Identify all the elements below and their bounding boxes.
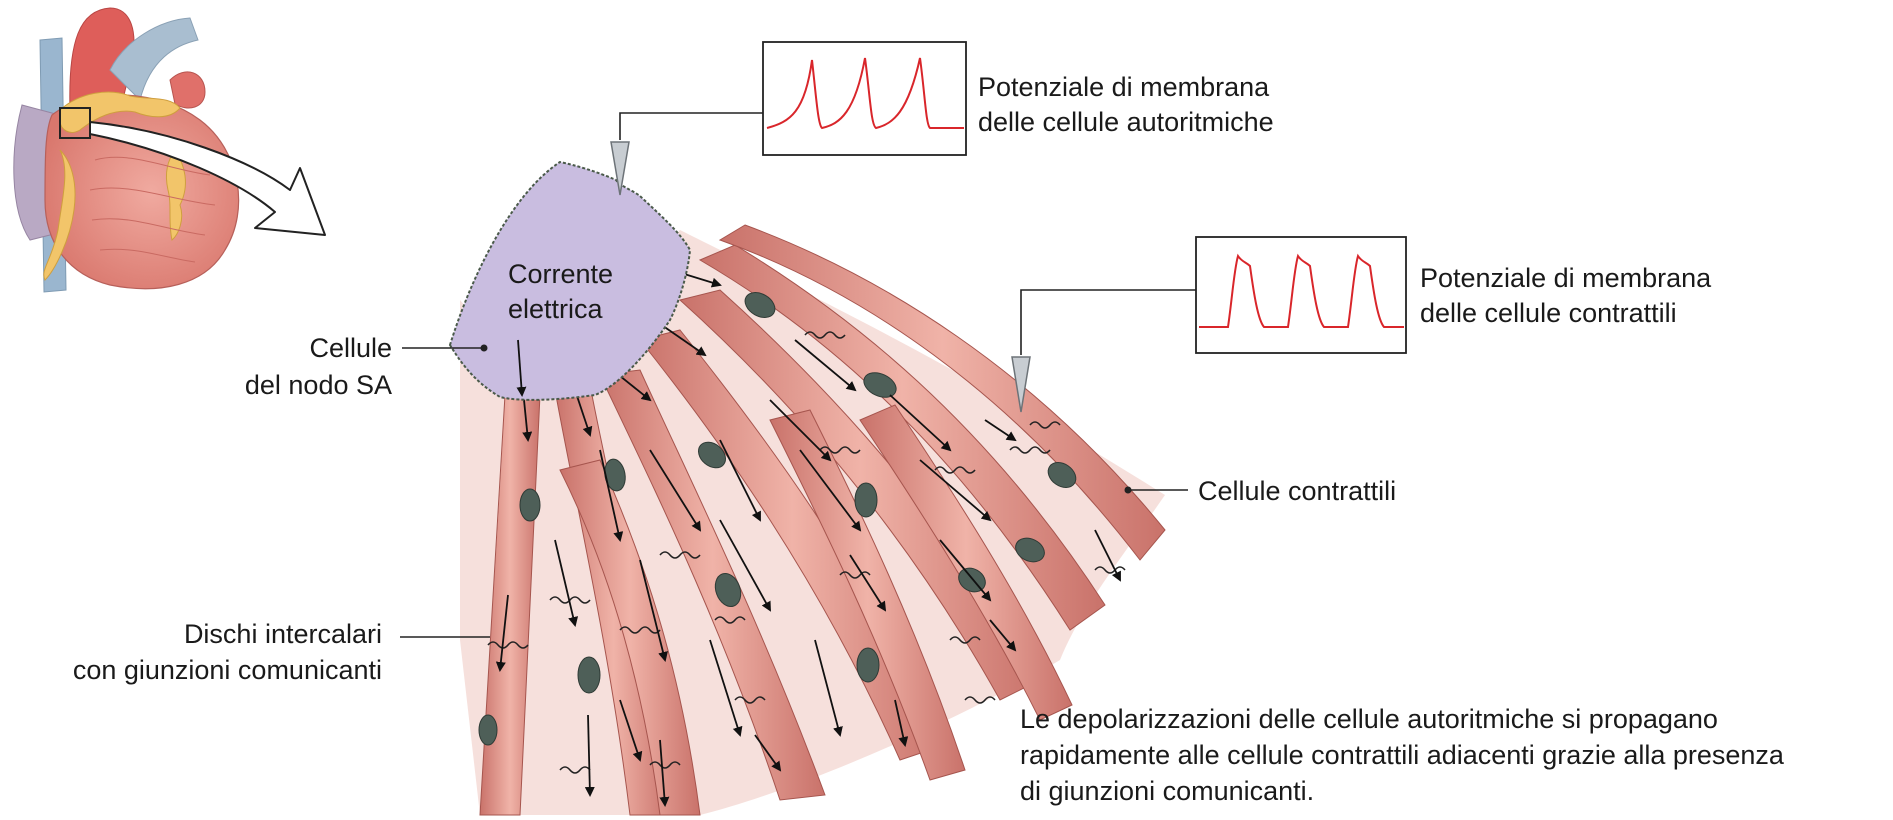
sa-cells-leader-dot [481,345,488,352]
sa-cells-label-line2: del nodo SA [245,370,392,400]
sa-cells-label-line1: Cellule [309,333,392,363]
autorhythmic-potential-inset [763,42,966,155]
contractile-probe [1012,290,1196,412]
contractile-cells-label: Cellule contrattili [1198,476,1396,506]
discs-label-line1: Dischi intercalari [184,619,382,649]
discs-label-line2: con giunzioni comunicanti [73,655,382,685]
caption-line1: Le depolarizzazioni delle cellule autori… [1020,704,1718,734]
caption-line3: di giunzioni comunicanti. [1020,776,1314,806]
autorhythmic-potential-label-line1: Potenziale di membrana [978,72,1270,102]
caption-line2: rapidamente alle cellule contrattili adi… [1020,740,1785,770]
sa-current-label-line2: elettrica [508,294,604,324]
contractile-potential-label-line2: delle cellule contrattili [1420,298,1677,328]
contractile-cells-leader-dot [1125,487,1132,494]
sa-current-label-line1: Corrente [508,259,613,289]
autorhythmic-probe [611,113,763,195]
autorhythmic-potential-label-line2: delle cellule autoritmiche [978,107,1274,137]
contractile-potential-inset [1196,237,1406,353]
contractile-potential-label-line1: Potenziale di membrana [1420,263,1712,293]
